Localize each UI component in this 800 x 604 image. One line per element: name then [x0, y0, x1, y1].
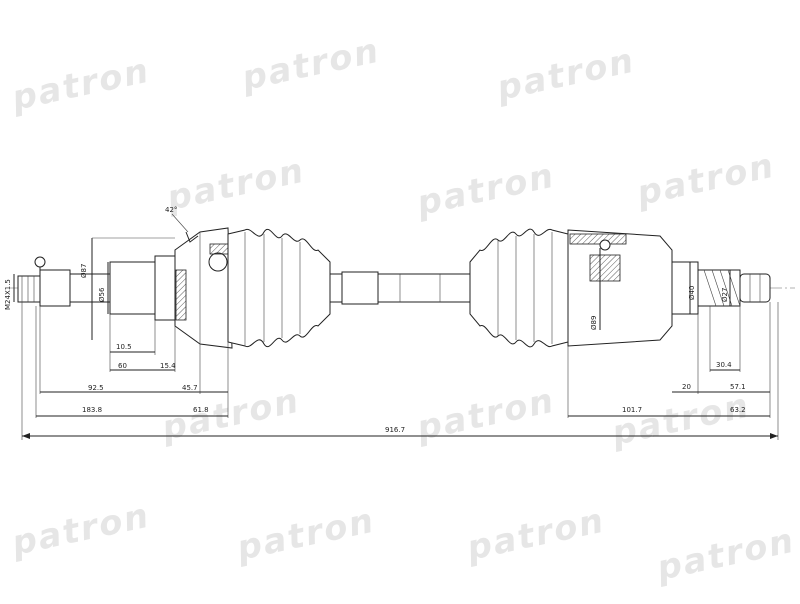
abs-ring-seat	[154, 255, 176, 321]
watermark: patron	[463, 501, 609, 569]
stub-shoulder	[109, 261, 156, 315]
dim-thread: M24X1.5	[4, 279, 12, 310]
watermark: patron	[8, 496, 154, 564]
dim-60: 60	[118, 362, 127, 370]
housing-neck	[671, 261, 699, 315]
dim-d27: Ø27	[721, 288, 729, 302]
angle-marker	[185, 231, 199, 243]
watermark: patron	[238, 31, 384, 99]
right-spline-stub	[697, 269, 771, 307]
watermark: patron	[233, 501, 379, 569]
dim-d40: Ø40	[688, 286, 696, 300]
cotter-pin	[34, 256, 46, 268]
dim-angle: 42°	[165, 206, 177, 214]
inner-cv-joint	[567, 229, 699, 347]
boot-bellows	[227, 228, 331, 348]
spline-section	[697, 269, 741, 307]
dim-45-7: 45.7	[182, 384, 198, 392]
tripod-housing	[567, 229, 673, 347]
left-stub	[17, 255, 176, 321]
watermark: patron	[633, 146, 779, 214]
dim-d87: Ø87	[80, 264, 88, 278]
dim-183-8: 183.8	[82, 406, 102, 414]
outer-boot	[227, 228, 331, 348]
watermark: patron	[413, 381, 559, 449]
dim-30-4: 30.4	[716, 361, 732, 369]
watermark: patron	[158, 381, 304, 449]
watermark: patron	[413, 156, 559, 224]
dim-d89: Ø89	[590, 316, 598, 330]
intermediate-shaft	[329, 271, 471, 305]
watermark: patron	[163, 151, 309, 219]
watermark: patron	[608, 386, 754, 454]
dim-20: 20	[682, 383, 691, 391]
outer-cv-joint	[174, 227, 239, 349]
dim-15-4: 15.4	[160, 362, 176, 370]
inner-boot	[469, 228, 569, 348]
damper	[341, 271, 379, 305]
dim-101-7: 101.7	[622, 406, 642, 414]
tripod-spider	[589, 254, 621, 282]
abs-tone-ring	[175, 269, 187, 321]
dim-63-2: 63.2	[730, 406, 746, 414]
dim-61-8: 61.8	[193, 406, 209, 414]
right-dimensions: Ø89 Ø40 Ø27 30.4 20 57.1 101.7 63.2	[567, 248, 771, 418]
dim-57-1: 57.1	[730, 383, 746, 391]
dim-92-5: 92.5	[88, 384, 104, 392]
dim-10-5: 10.5	[116, 343, 132, 351]
watermark: patron	[493, 41, 639, 109]
dim-total: 916.7	[385, 426, 405, 434]
total-length-dimension: 916.7	[21, 302, 779, 440]
washer	[39, 269, 71, 307]
watermark: patron	[8, 51, 154, 119]
dim-d56: Ø56	[98, 287, 106, 302]
roller	[599, 239, 611, 251]
spline-tip	[739, 273, 771, 303]
left-dimensions: Ø87 Ø56 M24X1.5 42° 10.5 60 15.4 92.5 45…	[4, 206, 229, 418]
boot-bellows	[469, 228, 569, 348]
watermark: patron	[653, 521, 799, 589]
hub-nut	[17, 275, 41, 303]
cv-ball	[208, 252, 228, 272]
